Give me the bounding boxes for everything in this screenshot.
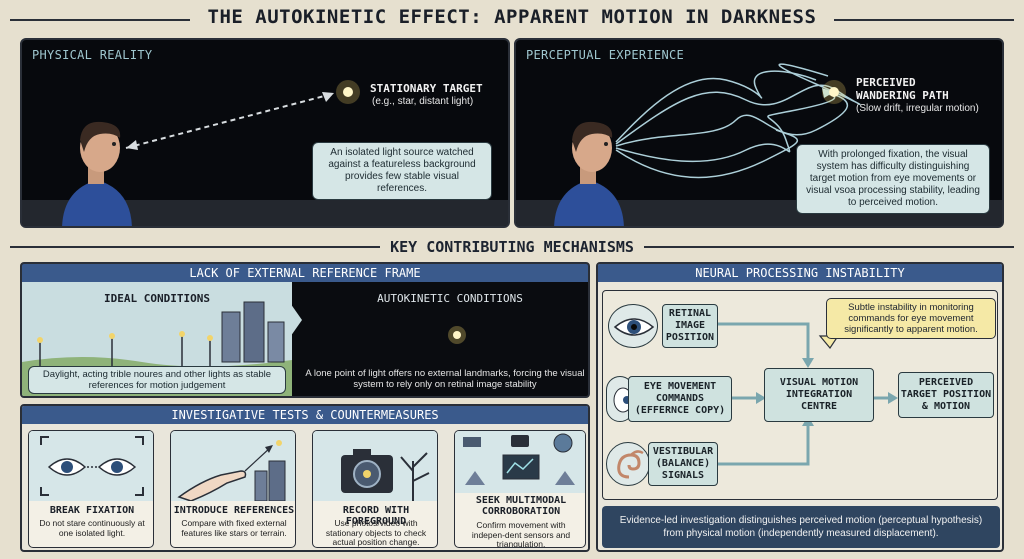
- path-sub: (Slow drift, irregular motion): [856, 103, 979, 114]
- perceptual-scene: [554, 63, 861, 226]
- eye-commands-line3: (EFFERNCE COPY): [634, 405, 726, 416]
- physical-reality-label: PHYSICAL REALITY: [32, 48, 153, 62]
- eye-icon: [613, 318, 655, 336]
- perceived-position-node: PERCEIVED TARGET POSITION & MOTION: [898, 372, 994, 418]
- physical-scene: [62, 80, 360, 226]
- sensors-icon: [455, 431, 585, 493]
- autokinetic-conditions-panel: AUTOKINETIC CONDITIONS: [312, 292, 588, 305]
- eye-fixation-icon: [29, 431, 153, 501]
- reference-frame-bar: LACK OF EXTERNAL REFERENCE FRAME: [22, 264, 588, 282]
- eye-commands-line1: EYE MOVEMENT: [643, 381, 717, 392]
- tests-bar: INVESTIGATIVE TESTS & COUNTERMEASURES: [22, 406, 588, 424]
- multimodal-title: SEEK MULTIMODAL CORROBORATION: [475, 495, 567, 517]
- mechanisms-title-text: KEY CONTRIBUTING MECHANISMS: [380, 238, 644, 256]
- neural-bar: NEURAL PROCESSING INSTABILITY: [598, 264, 1002, 282]
- introduce-references-title: INTRODUCE REFERENCES: [173, 505, 295, 516]
- vestibular-signals-node: VESTIBULAR (BALANCE) SIGNALS: [648, 442, 718, 486]
- physical-reality-panel: PHYSICAL REALITY STATIONARY TARGET (e.g.…: [20, 38, 510, 228]
- integration-centre-node: VISUAL MOTION INTEGRATION CENTRE: [764, 368, 874, 422]
- transition-arrow: [288, 300, 302, 340]
- perceptual-caption: With prolonged fixation, the visual syst…: [796, 144, 990, 214]
- vestibular-icon-frame: [606, 442, 650, 486]
- neural-footer: Evidence-led investigation distinguishes…: [602, 506, 1000, 548]
- eye-movement-commands-node: EYE MOVEMENT COMMANDS (EFFERNCE COPY): [628, 376, 732, 422]
- building: [243, 301, 265, 363]
- record-foreground-title: RECORD WITH FOREGROUND: [342, 505, 410, 527]
- ideal-caption: Daylight, acting trible noures and other…: [28, 366, 286, 394]
- lamp-lights: [37, 331, 213, 343]
- ideal-conditions-panel: IDEAL CONDITIONS Daylight, acting trible…: [22, 282, 292, 396]
- pointing-hand-icon: [171, 431, 295, 501]
- lone-light-icon: [448, 326, 466, 344]
- retinal-image-position-node: RETINAL IMAGE POSITION: [662, 304, 718, 348]
- person-body: [62, 180, 132, 226]
- perceptual-experience-label: PERCEPTUAL EXPERIENCE: [526, 48, 685, 62]
- physical-caption: An isolated light source watched against…: [312, 142, 492, 200]
- autokinetic-caption: A lone point of light offers no external…: [305, 368, 585, 390]
- multimodal-desc: Confirm movement with indepen-dent senso…: [471, 520, 571, 548]
- test-card-record-foreground: RECORD WITH FOREGROUND Use photos/video …: [312, 430, 438, 548]
- break-fixation-desc: Do not stare continuously at one isolate…: [39, 518, 145, 538]
- neural-connectors: [716, 322, 898, 466]
- page-title: THE AUTOKINETIC EFFECT: APPARENT MOTION …: [207, 6, 817, 28]
- perceptual-experience-panel: PERCEPTUAL EXPERIENCE PERCEIVED WANDERIN…: [514, 38, 1004, 228]
- person-body: [554, 180, 624, 226]
- title-rule-left: [10, 19, 190, 21]
- person-hair: [80, 121, 121, 152]
- sight-line: [125, 93, 333, 149]
- neural-section: NEURAL PROCESSING INSTABILITY RETINAL IM…: [596, 262, 1004, 552]
- test-card-introduce-references: INTRODUCE REFERENCES Compare with fixed …: [170, 430, 296, 548]
- eye-commands-line2: COMMANDS: [655, 393, 705, 404]
- person-eye: [112, 142, 116, 146]
- stationary-light-icon: [343, 87, 353, 97]
- ideal-title: IDEAL CONDITIONS: [104, 292, 210, 305]
- building: [221, 311, 241, 363]
- autokinetic-title: AUTOKINETIC CONDITIONS: [377, 292, 523, 305]
- title-rule-right: [834, 19, 1014, 21]
- target-title: STATIONARY TARGET: [370, 82, 483, 95]
- person-hair: [572, 121, 613, 152]
- target-sub: (e.g., star, distant light): [372, 96, 474, 107]
- reference-frame-section: LACK OF EXTERNAL REFERENCE FRAME IDEAL C…: [20, 262, 590, 398]
- test-card-multimodal: SEEK MULTIMODAL CORROBORATION Confirm mo…: [454, 430, 586, 548]
- perceived-light-icon: [829, 87, 839, 97]
- person-eye: [604, 142, 608, 146]
- arrow-head-right: [322, 92, 334, 102]
- path-arrow-head: [822, 88, 834, 98]
- arrow-head-left: [126, 140, 138, 150]
- building: [267, 321, 285, 363]
- test-card-break-fixation: BREAK FIXATION Do not stare continuously…: [28, 430, 154, 548]
- inner-ear-icon: [617, 450, 644, 479]
- path-title-line1: PERCEIVED: [856, 76, 916, 89]
- tests-section: INVESTIGATIVE TESTS & COUNTERMEASURES BR…: [20, 404, 590, 552]
- instability-callout: Subtle instability in monitoring command…: [826, 298, 996, 339]
- camera-icon: [313, 431, 437, 501]
- record-foreground-desc: Use photos/video with stationary objects…: [325, 518, 427, 547]
- break-fixation-title: BREAK FIXATION: [49, 505, 135, 516]
- introduce-references-desc: Compare with fixed external features lik…: [181, 518, 287, 538]
- retinal-icon-frame: [608, 304, 658, 348]
- mechanisms-title: KEY CONTRIBUTING MECHANISMS: [0, 238, 1024, 256]
- path-title-line2: WANDERING PATH: [856, 89, 949, 102]
